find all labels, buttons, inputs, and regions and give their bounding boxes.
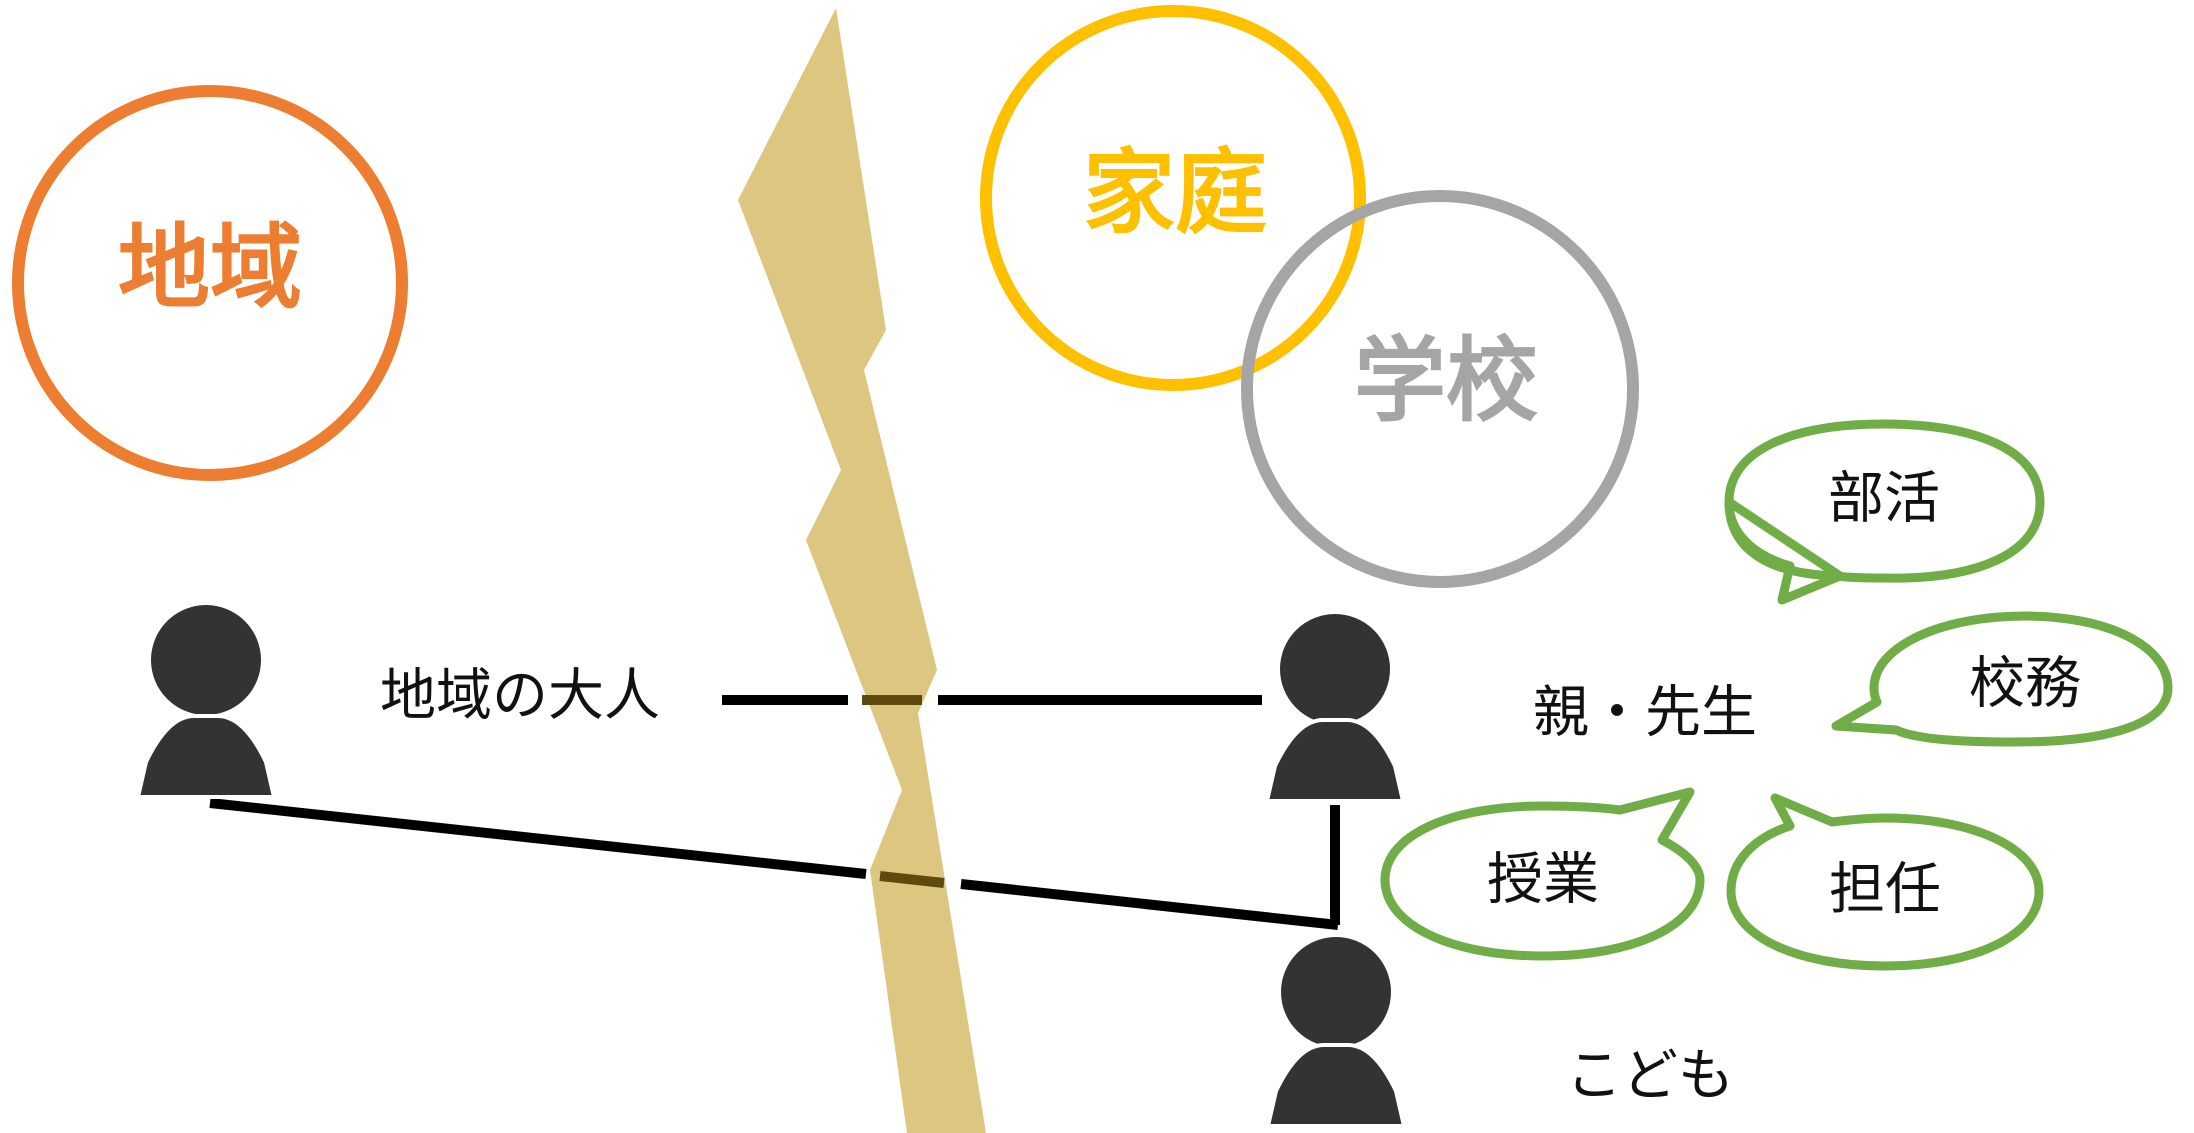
bubble-admin: 校務 [1831,611,2173,747]
bubble-class-outline [1380,787,1705,961]
person-icon [135,601,277,799]
link-adult-to-child-left [209,798,867,879]
bubble-homeroom-label: 担任 [1829,858,1941,923]
community-circle-outline [12,85,408,481]
bubble-admin-outline [1831,611,2173,747]
bubble-club-label: 部活 [1828,467,1940,532]
divider-wall [738,8,986,1133]
bubble-class-label: 授業 [1487,848,1599,913]
link-adult-to-child-under-divider [879,871,945,888]
family-circle-label: 家庭 [1083,140,1267,247]
bubble-homeroom: 担任 [1726,793,2044,971]
connection-lines [209,695,1340,930]
bubble-homeroom-outline [1726,793,2044,971]
family-circle: 家庭 [980,5,1366,391]
link-adult-to-child-right [960,879,1339,930]
community-circle-label: 地域 [118,215,302,322]
school-circle-label: 学校 [1354,328,1538,435]
community-adult-label: 地域の大人 [380,664,660,729]
child-label: こども [1566,1044,1734,1109]
community-circle: 地域 [12,85,408,481]
person-icon [1264,610,1406,803]
bubble-club: 部活 [1724,419,2045,605]
parent-teacher-label: 親・先生 [1533,681,1757,746]
family-circle-outline [980,5,1366,391]
school-circle: 学校 [1241,190,1639,588]
bubble-class: 授業 [1380,787,1705,961]
school-circle-outline [1241,190,1639,588]
bubble-club-outline [1724,419,2045,605]
bubble-admin-label: 校務 [1969,652,2081,717]
person-icon [1265,933,1407,1128]
